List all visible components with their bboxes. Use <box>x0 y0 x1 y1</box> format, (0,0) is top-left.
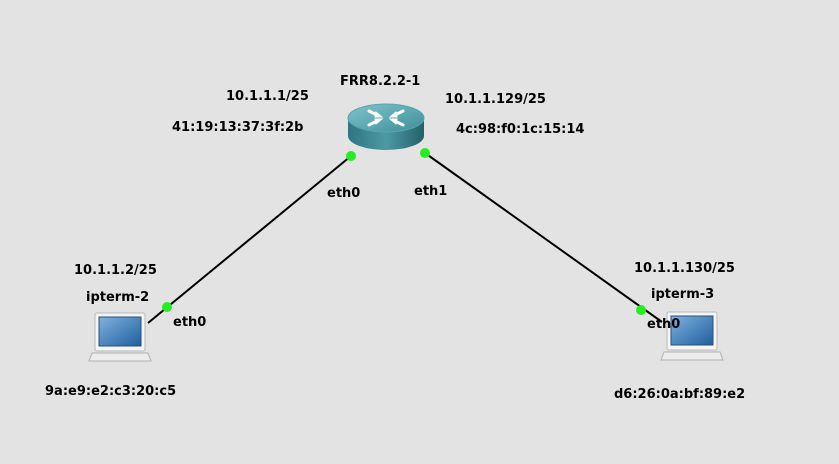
router-eth0-ip-label: 10.1.1.1/25 <box>226 89 309 104</box>
router-name-label: FRR8.2.2-1 <box>340 74 421 89</box>
router-eth1-mac-label: 4c:98:f0:1c:15:14 <box>456 122 585 137</box>
router-eth0-mac-label: 41:19:13:37:3f:2b <box>172 120 304 135</box>
computer-icon-ipterm-2[interactable] <box>88 311 152 363</box>
router-icon[interactable] <box>345 98 427 154</box>
link-router-ipterm-2[interactable] <box>147 155 352 324</box>
port-up-icon-ipterm-3-eth0[interactable] <box>636 305 646 315</box>
router-eth1-port-label: eth1 <box>414 184 448 199</box>
ipterm-2-ip-label: 10.1.1.2/25 <box>74 263 157 278</box>
ipterm-3-name-label: ipterm-3 <box>651 287 715 302</box>
ipterm-3-eth0-port-label: eth0 <box>647 317 681 332</box>
ipterm-3-mac-label: d6:26:0a:bf:89:e2 <box>614 387 746 402</box>
port-up-icon-router-eth1[interactable] <box>420 148 430 158</box>
link-router-ipterm-3[interactable] <box>424 152 663 323</box>
router-eth1-ip-label: 10.1.1.129/25 <box>445 92 546 107</box>
port-up-icon-ipterm-2-eth0[interactable] <box>162 302 172 312</box>
port-up-icon-router-eth0[interactable] <box>346 151 356 161</box>
computer-icon-ipterm-3[interactable] <box>660 310 724 362</box>
ipterm-3-ip-label: 10.1.1.130/25 <box>634 261 735 276</box>
ipterm-2-name-label: ipterm-2 <box>86 290 150 305</box>
ipterm-2-mac-label: 9a:e9:e2:c3:20:c5 <box>45 384 177 399</box>
router-eth0-port-label: eth0 <box>327 186 361 201</box>
ipterm-2-eth0-port-label: eth0 <box>173 315 207 330</box>
